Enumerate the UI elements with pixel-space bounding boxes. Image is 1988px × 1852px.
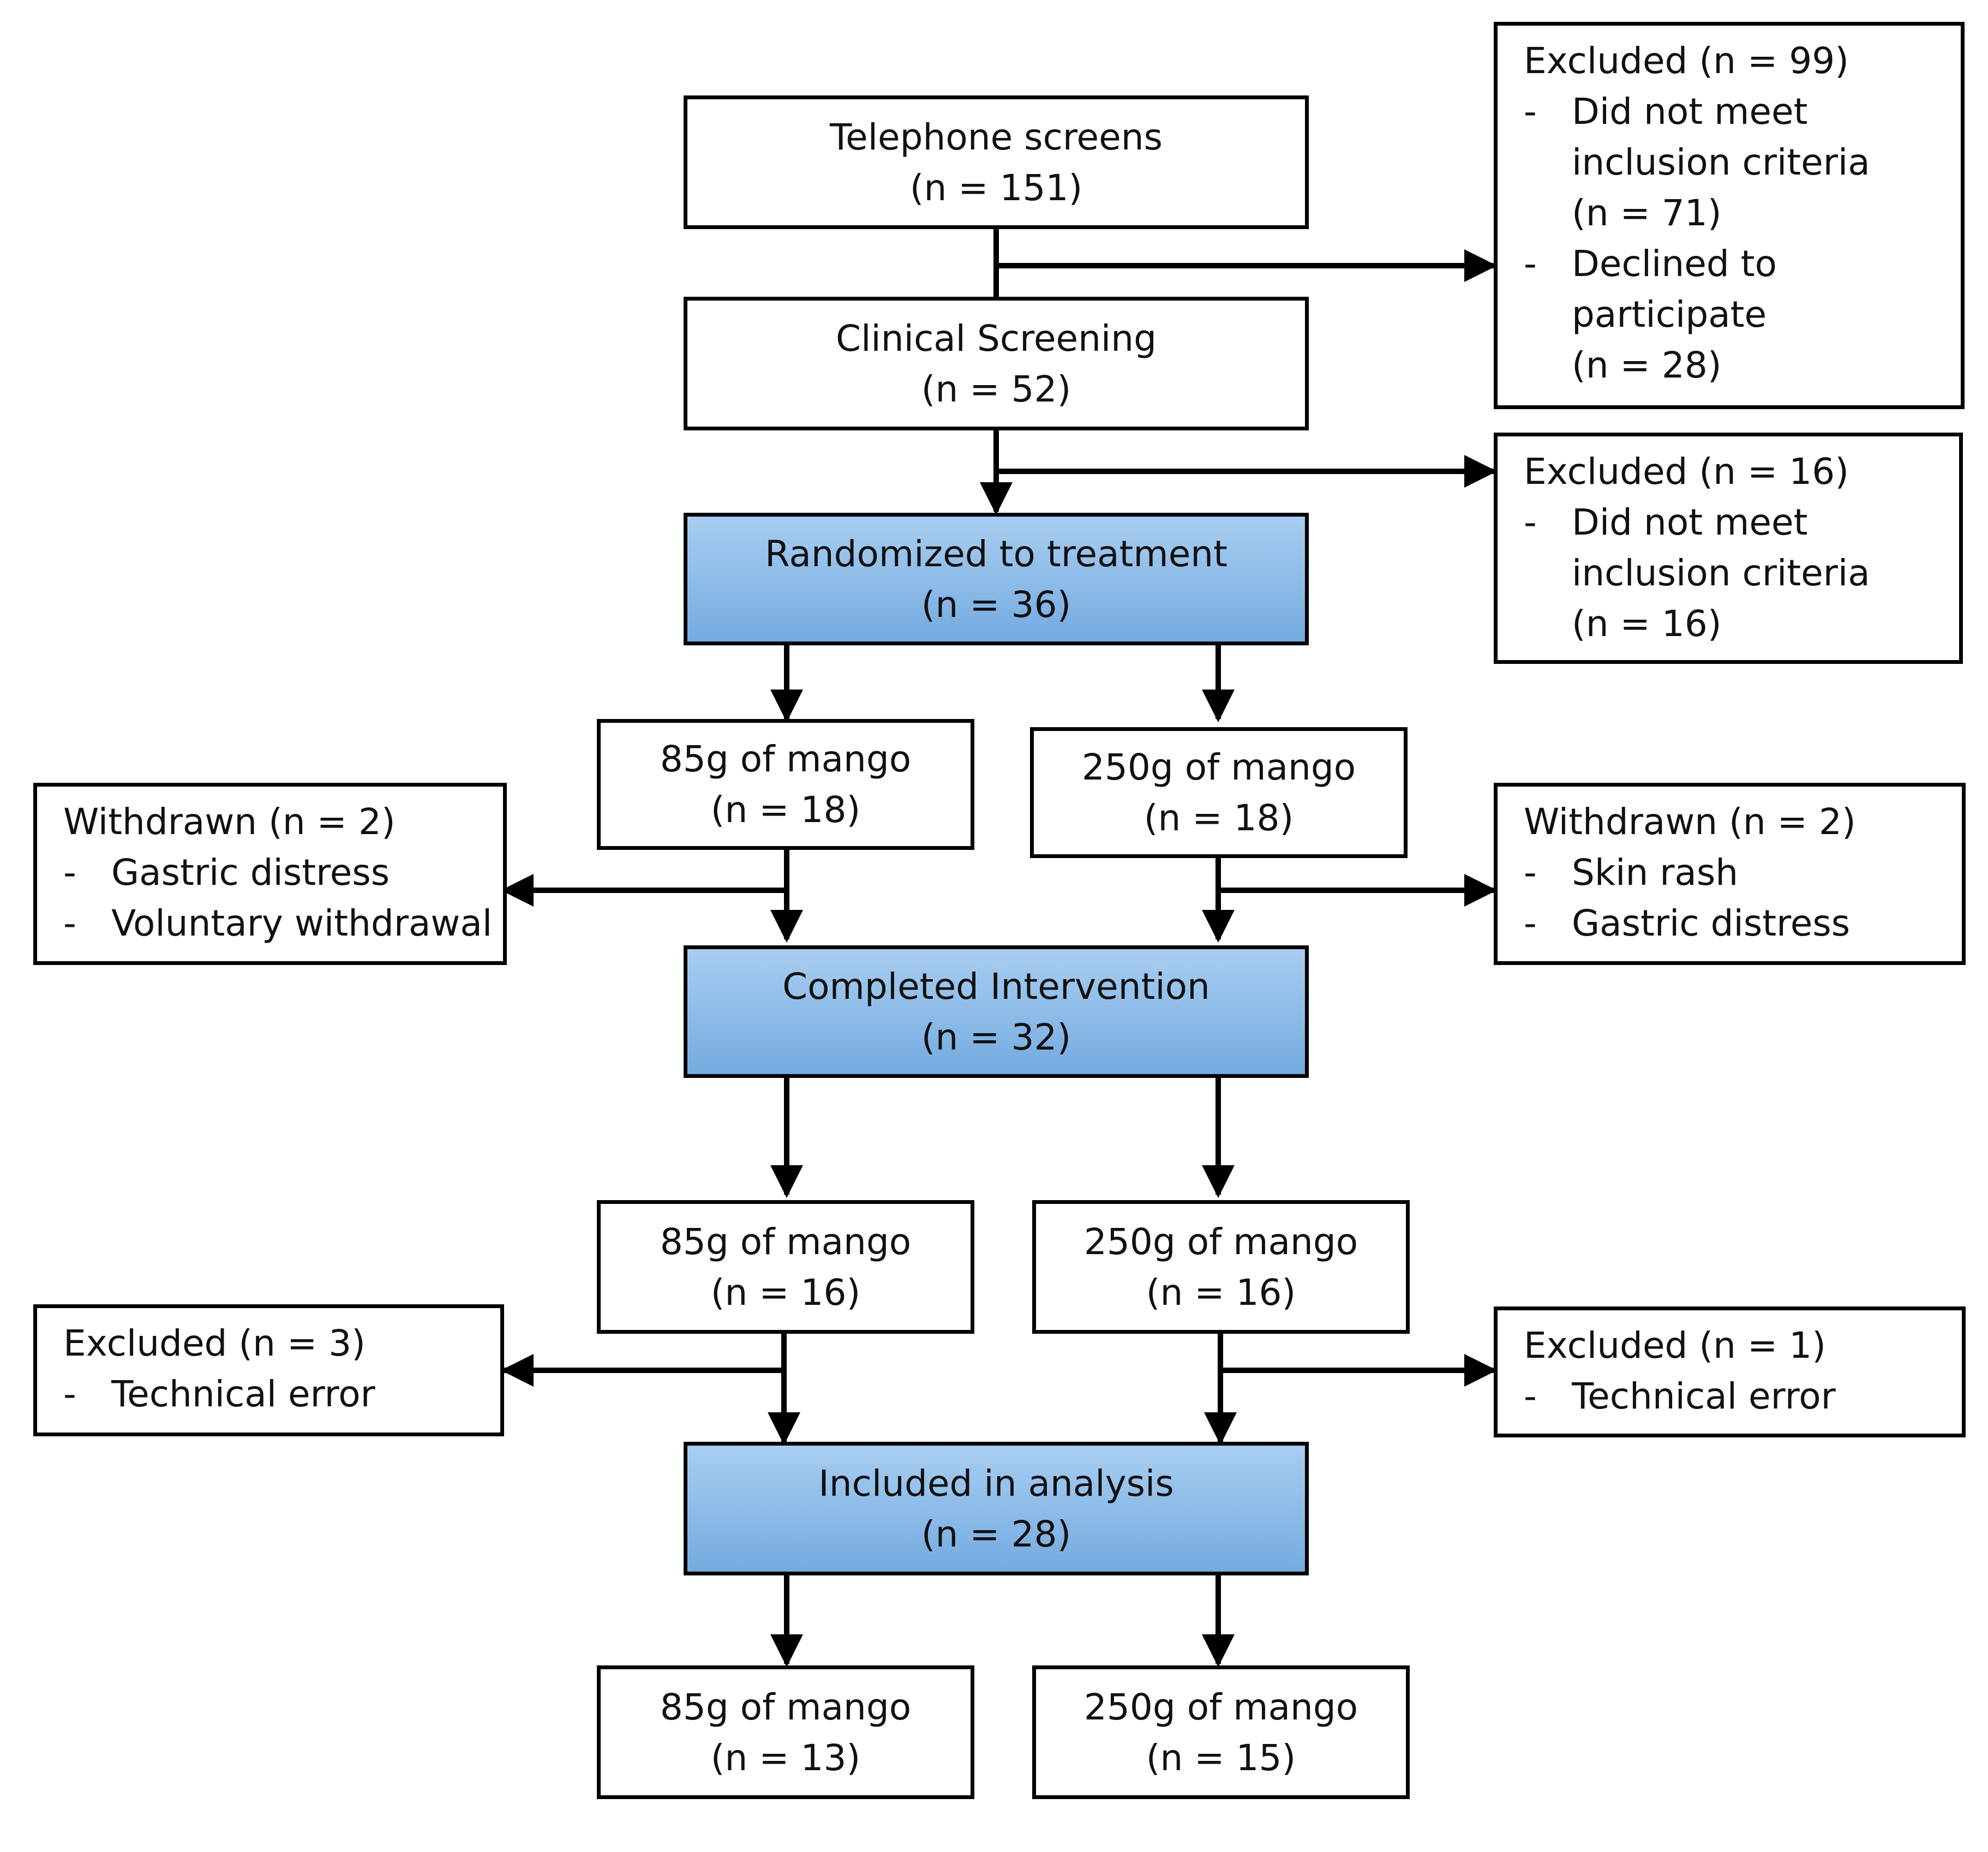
excluded-16-item-line: (n = 16) <box>1572 603 1722 645</box>
telephone-screens-count: (n = 151) <box>909 166 1083 209</box>
excluded-3-box: Excluded (n = 3) - Technical error <box>33 1304 504 1436</box>
analysis-85g-title: 85g of mango <box>660 1686 912 1728</box>
withdrawn-left-item: - Gastric distress <box>63 847 503 898</box>
analysis-250g-box: 250g of mango (n = 15) <box>1032 1665 1410 1799</box>
allocation-85g-title: 85g of mango <box>660 738 912 780</box>
allocation-250g-count: (n = 18) <box>1143 797 1294 839</box>
excluded-99-item-line: participate <box>1572 293 1767 335</box>
withdrawn-right-item: - Skin rash <box>1524 847 1962 898</box>
included-analysis-box: Included in analysis (n = 28) <box>684 1442 1309 1575</box>
completed-250g-count: (n = 16) <box>1146 1271 1296 1314</box>
excluded-99-item: - Did not meet inclusion criteria (n = 7… <box>1524 86 1961 238</box>
completed-85g-title: 85g of mango <box>660 1220 912 1263</box>
excluded-99-heading: Excluded (n = 99) <box>1524 40 1849 82</box>
bullet-dash: - <box>63 902 76 944</box>
excluded-3-item: - Technical error <box>63 1369 500 1419</box>
bullet-dash: - <box>63 1373 76 1415</box>
withdrawn-left-item: - Voluntary withdrawal <box>63 898 503 949</box>
excluded-99-item-line: Did not meet <box>1572 91 1808 133</box>
randomized-box: Randomized to treatment (n = 36) <box>684 513 1309 645</box>
completed-intervention-box: Completed Intervention (n = 32) <box>684 945 1309 1078</box>
telephone-screens-title: Telephone screens <box>830 116 1163 158</box>
bullet-dash: - <box>1524 501 1537 543</box>
bullet-dash: - <box>1524 243 1537 285</box>
analysis-250g-count: (n = 15) <box>1146 1736 1296 1779</box>
excluded-99-item: - Declined to participate (n = 28) <box>1524 238 1961 391</box>
excluded-16-item-line: Did not meet <box>1572 501 1808 543</box>
excluded-99-item-line: Declined to <box>1572 243 1777 285</box>
withdrawn-right-item: - Gastric distress <box>1524 898 1962 949</box>
excluded-16-item-line: inclusion criteria <box>1572 552 1870 594</box>
withdrawn-left-box: Withdrawn (n = 2) - Gastric distress - V… <box>33 783 507 965</box>
excluded-99-box: Excluded (n = 99) - Did not meet inclusi… <box>1494 22 1965 409</box>
completed-250g-box: 250g of mango (n = 16) <box>1032 1200 1410 1334</box>
excluded-1-box: Excluded (n = 1) - Technical error <box>1494 1306 1966 1437</box>
withdrawn-right-box: Withdrawn (n = 2) - Skin rash - Gastric … <box>1494 783 1966 965</box>
excluded-99-item-line: inclusion criteria <box>1572 141 1870 183</box>
excluded-16-box: Excluded (n = 16) - Did not meet inclusi… <box>1494 433 1963 664</box>
excluded-3-item-line: Technical error <box>111 1373 375 1415</box>
excluded-99-item-line: (n = 28) <box>1572 344 1722 386</box>
allocation-250g-title: 250g of mango <box>1081 746 1356 788</box>
analysis-250g-title: 250g of mango <box>1083 1686 1358 1728</box>
excluded-16-heading: Excluded (n = 16) <box>1524 451 1849 493</box>
included-analysis-title: Included in analysis <box>818 1462 1174 1505</box>
bullet-dash: - <box>1524 852 1537 894</box>
excluded-1-heading: Excluded (n = 1) <box>1524 1324 1827 1366</box>
randomized-count: (n = 36) <box>921 583 1071 626</box>
allocation-250g-box: 250g of mango (n = 18) <box>1030 727 1408 858</box>
excluded-1-item: - Technical error <box>1524 1371 1962 1422</box>
allocation-85g-box: 85g of mango (n = 18) <box>597 719 974 850</box>
completed-intervention-count: (n = 32) <box>921 1016 1071 1058</box>
completed-intervention-title: Completed Intervention <box>782 965 1210 1008</box>
completed-250g-title: 250g of mango <box>1083 1220 1358 1263</box>
bullet-dash: - <box>1524 91 1537 133</box>
withdrawn-right-item-line: Skin rash <box>1572 852 1739 894</box>
allocation-85g-count: (n = 18) <box>710 789 861 831</box>
analysis-85g-count: (n = 13) <box>710 1736 861 1779</box>
completed-85g-count: (n = 16) <box>710 1271 861 1314</box>
clinical-screening-box: Clinical Screening (n = 52) <box>684 297 1309 430</box>
included-analysis-count: (n = 28) <box>921 1513 1071 1555</box>
bullet-dash: - <box>1524 1375 1537 1417</box>
bullet-dash: - <box>1524 902 1537 944</box>
withdrawn-left-item-line: Gastric distress <box>111 852 390 894</box>
withdrawn-right-item-line: Gastric distress <box>1572 902 1851 944</box>
bullet-dash: - <box>63 852 76 894</box>
telephone-screens-box: Telephone screens (n = 151) <box>684 95 1309 229</box>
withdrawn-right-heading: Withdrawn (n = 2) <box>1524 801 1856 843</box>
excluded-99-item-line: (n = 71) <box>1572 192 1722 234</box>
randomized-title: Randomized to treatment <box>764 532 1228 575</box>
excluded-16-item: - Did not meet inclusion criteria (n = 1… <box>1524 497 1959 649</box>
withdrawn-left-heading: Withdrawn (n = 2) <box>63 801 396 843</box>
withdrawn-left-item-line: Voluntary withdrawal <box>111 902 493 944</box>
clinical-screening-count: (n = 52) <box>921 368 1071 410</box>
clinical-screening-title: Clinical Screening <box>836 317 1157 359</box>
excluded-1-item-line: Technical error <box>1572 1375 1836 1417</box>
excluded-3-heading: Excluded (n = 3) <box>63 1322 366 1364</box>
completed-85g-box: 85g of mango (n = 16) <box>597 1200 974 1334</box>
analysis-85g-box: 85g of mango (n = 13) <box>597 1665 974 1799</box>
